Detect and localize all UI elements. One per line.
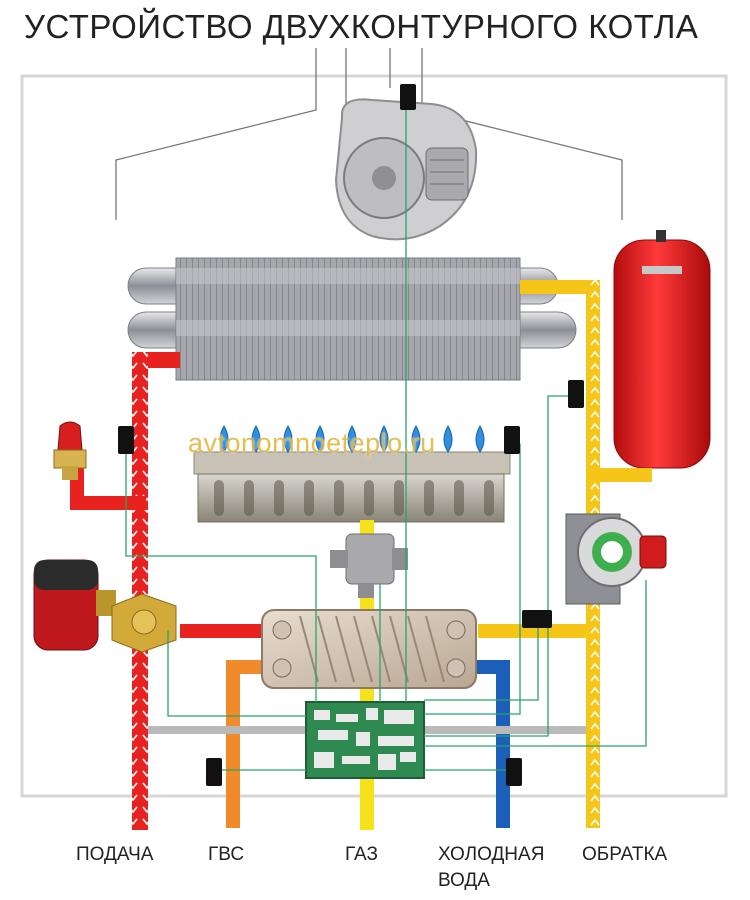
sensor-return-lower xyxy=(522,610,552,628)
sensor-supply xyxy=(118,426,134,454)
sensor-dhw xyxy=(206,758,222,786)
gas-valve xyxy=(330,533,408,598)
dhw-pipe xyxy=(226,660,270,828)
sensor-return-upper xyxy=(568,380,584,408)
leader-lines xyxy=(115,48,623,220)
label-cold-water-line2: ВОДА xyxy=(438,870,490,891)
burner xyxy=(193,424,511,523)
main-heat-exchanger xyxy=(127,257,577,381)
control-board xyxy=(305,701,425,779)
sensor-cold-water xyxy=(506,758,522,786)
sensor-burner xyxy=(504,426,520,454)
label-gas: ГАЗ xyxy=(345,844,378,865)
sensors xyxy=(118,84,584,786)
circulation-pump xyxy=(565,513,667,605)
three-way-valve xyxy=(33,559,177,653)
cold-water-pipe xyxy=(470,660,510,828)
signal-wires xyxy=(125,96,647,771)
label-cold-water-line1: ХОЛОДНАЯ xyxy=(438,844,545,865)
plate-heat-exchanger xyxy=(261,609,477,689)
safety-valve xyxy=(53,421,87,480)
page-title: УСТРОЙСТВО ДВУХКОНТУРНОГО КОТЛА xyxy=(24,8,699,45)
label-cold-water: ХОЛОДНАЯ ВОДА xyxy=(438,842,544,894)
supply-pipe xyxy=(70,352,266,830)
label-return: ОБРАТКА xyxy=(582,844,668,865)
sensor-fan xyxy=(400,84,416,110)
label-dhw: ГВС xyxy=(208,844,245,865)
expansion-tank xyxy=(613,230,711,469)
watermark: avtonomnoeteplo.ru xyxy=(188,428,436,458)
label-supply: ПОДАЧА xyxy=(76,844,154,865)
